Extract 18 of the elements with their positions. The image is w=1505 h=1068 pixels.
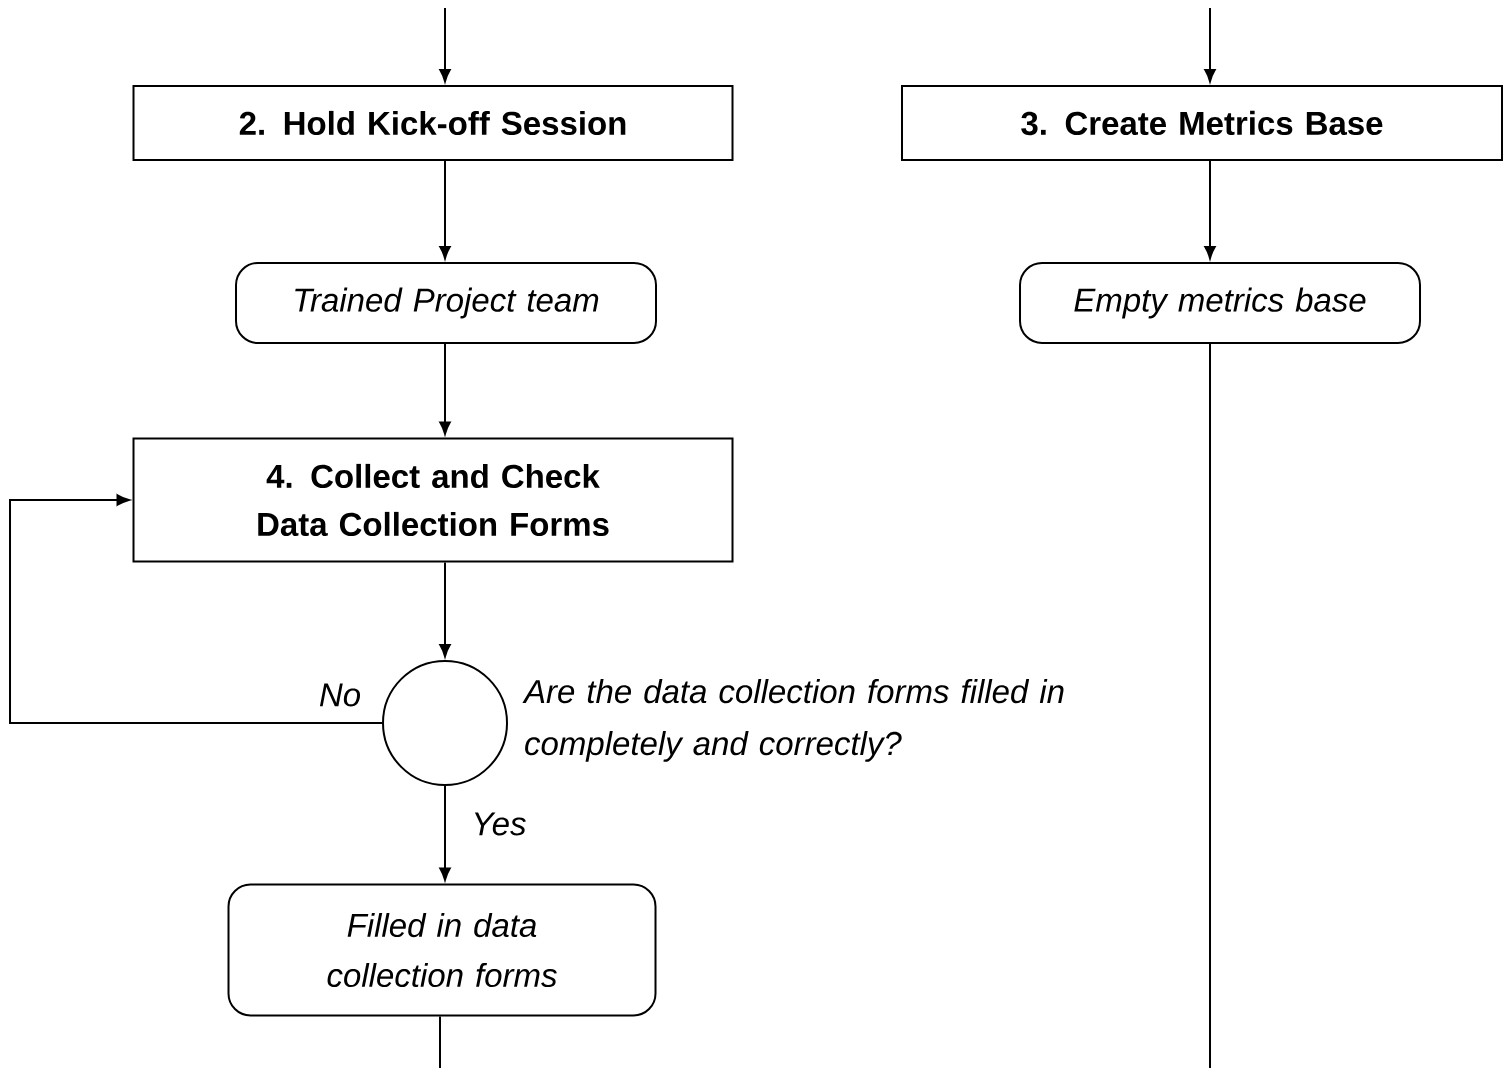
question-text: Are the data collection forms filled in completely and correctly?	[522, 679, 1064, 762]
arrow	[1204, 7, 1216, 83]
decision-circle	[382, 660, 508, 786]
edge-label: Yes	[469, 810, 529, 838]
process-box: 4. Collect and Check Data Collection Forms	[132, 437, 734, 563]
arrow	[1204, 160, 1216, 260]
arrow	[439, 561, 451, 658]
arrow	[439, 785, 451, 881]
data-box: Trained Project team	[235, 262, 657, 344]
arrow	[9, 494, 383, 724]
arrow	[439, 160, 451, 260]
arrow	[439, 7, 451, 83]
arrow	[439, 343, 451, 435]
edge-label: No	[316, 681, 364, 709]
process-box: 2. Hold Kick-off Session	[132, 85, 734, 161]
process-box: 3. Create Metrics Base	[901, 85, 1503, 161]
data-box: Empty metrics base	[1019, 262, 1421, 344]
data-box: Filled in data collection forms	[227, 883, 657, 1017]
